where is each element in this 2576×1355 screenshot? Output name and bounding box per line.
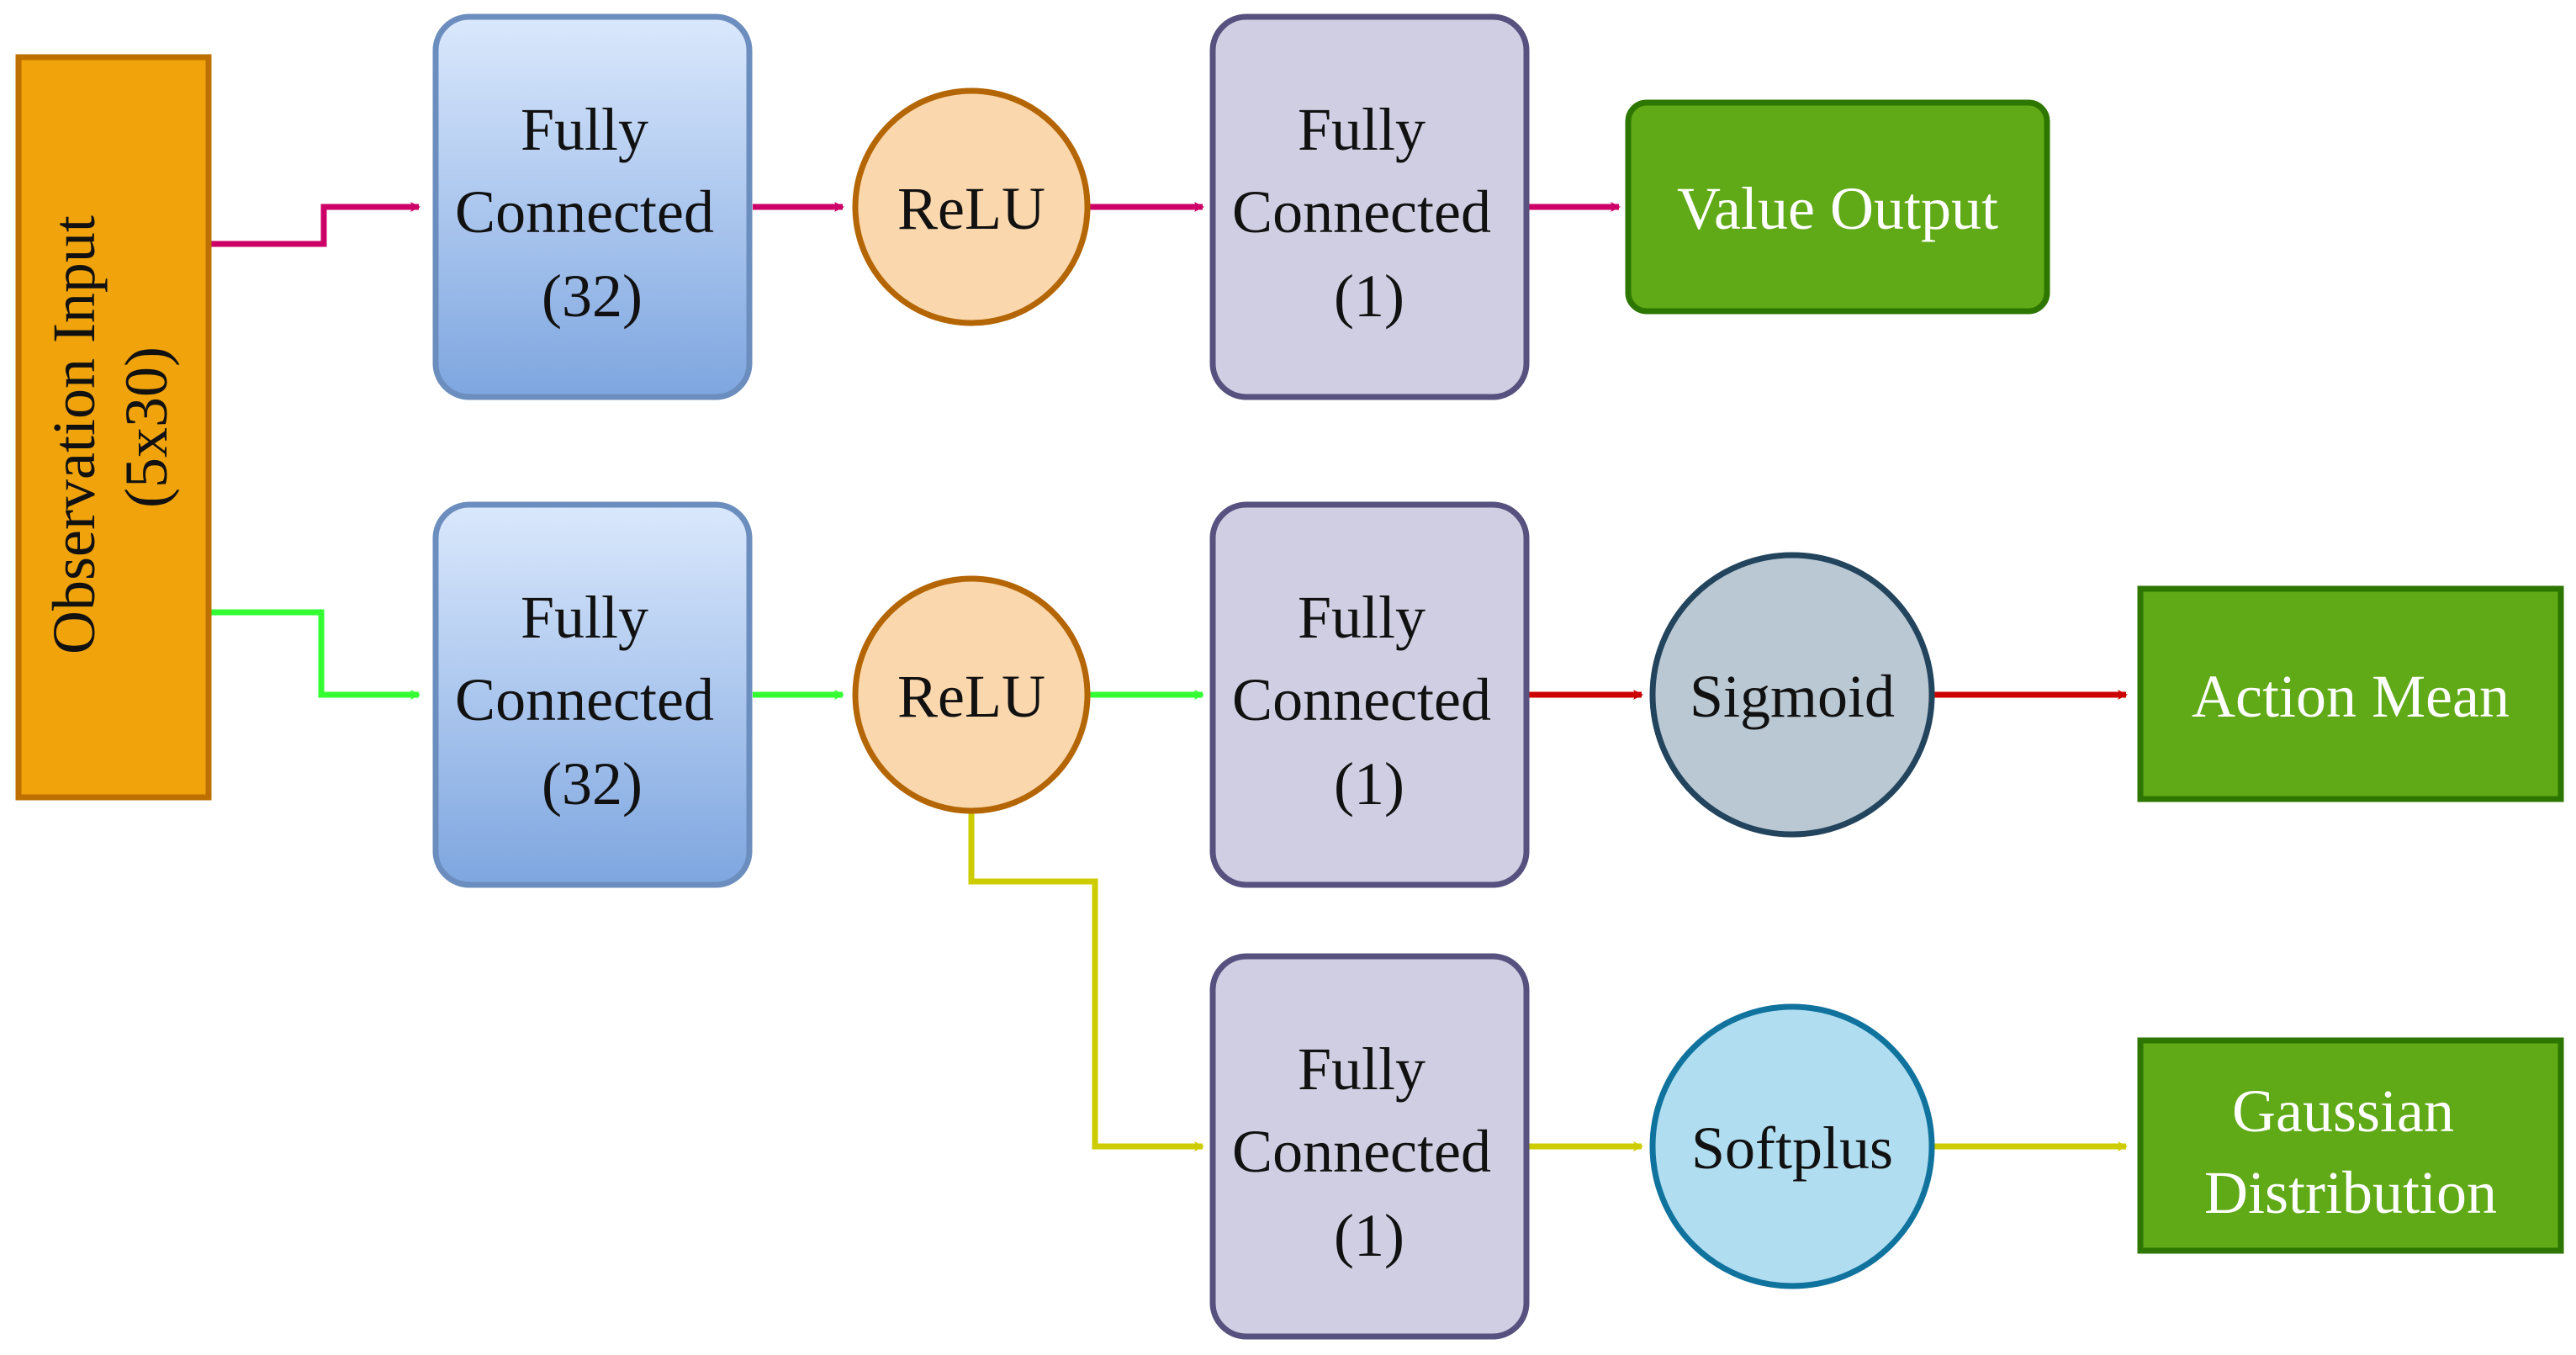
value-edges [209,202,1621,247]
action-fc-mean-line2: Connected [1232,666,1491,733]
action-fc32-node: Fully Connected (32) [432,501,753,888]
action-relu-node: ReLU [852,575,1091,814]
action-fc-mean-line3: (1) [1334,750,1404,818]
action-fc-mean-line1: Fully [1298,584,1426,651]
value-fc32-line2: Connected [455,178,714,246]
sigmoid-node: Sigmoid [1649,552,1935,838]
value-fc1-line1: Fully [1298,96,1426,163]
action-relu-label: ReLU [897,663,1045,730]
action-mean-label: Action Mean [2192,663,2510,730]
input-label-line2: (5x30) [113,347,180,508]
gaussian-line1: Gaussian [2232,1077,2454,1145]
value-output-node: Value Output [1625,99,2050,315]
value-fc1-node: Fully Connected (1) [1209,13,1530,400]
edge-input-to-value-fc32 [209,202,421,247]
action-mean-node: Action Mean [2137,585,2564,802]
value-output-label: Value Output [1677,175,1998,242]
action-edges [209,609,1204,700]
action-fc-std-node: Fully Connected (1) [1209,953,1530,1340]
action-fc32-line1: Fully [521,584,648,651]
value-fc32-line1: Fully [521,96,648,163]
value-relu-label: ReLU [897,175,1045,242]
edge-relu-to-fc-std [968,809,1204,1151]
value-fc32-node: Fully Connected (32) [432,13,753,400]
svg-text:Fully Connected (3: Fully Connected (32) [455,96,729,330]
action-fc-std-line3: (1) [1334,1202,1404,1269]
svg-text:Fully Connected (1: Fully Connected (1) [1232,96,1506,330]
action-fc32-line3: (32) [542,750,643,818]
svg-text:Fully Connected (1: Fully Connected (1) [1232,584,1506,818]
std-edges [968,809,2128,1151]
softplus-node: Softplus [1649,1003,1935,1289]
svg-text:Observation Input (5x30): Observation Input (5x30) [40,200,180,654]
edge-input-to-action-fc32 [209,609,421,700]
softplus-label: Softplus [1691,1114,1893,1182]
observation-input-node: Observation Input (5x30) [15,54,212,801]
sigmoid-label: Sigmoid [1690,663,1895,730]
gaussian-distribution-node: Gaussian Distribution [2137,1037,2564,1254]
value-fc32-line3: (32) [542,262,643,330]
input-label-line1: Observation Input [40,215,108,654]
svg-text:Gaussian Distribution: Gaussian Distribution [2204,1077,2497,1226]
svg-text:Fully Connected (1: Fully Connected (1) [1232,1035,1506,1269]
action-fc32-line2: Connected [455,666,714,733]
svg-text:Fully Connected (3: Fully Connected (32) [455,584,729,818]
action-fc-std-line2: Connected [1232,1118,1491,1185]
gaussian-line2: Distribution [2204,1159,2497,1226]
action-fc-mean-node: Fully Connected (1) [1209,501,1530,888]
action-fc-std-line1: Fully [1298,1035,1426,1103]
value-fc1-line2: Connected [1232,178,1491,246]
value-relu-node: ReLU [852,87,1091,326]
value-fc1-line3: (1) [1334,262,1404,330]
